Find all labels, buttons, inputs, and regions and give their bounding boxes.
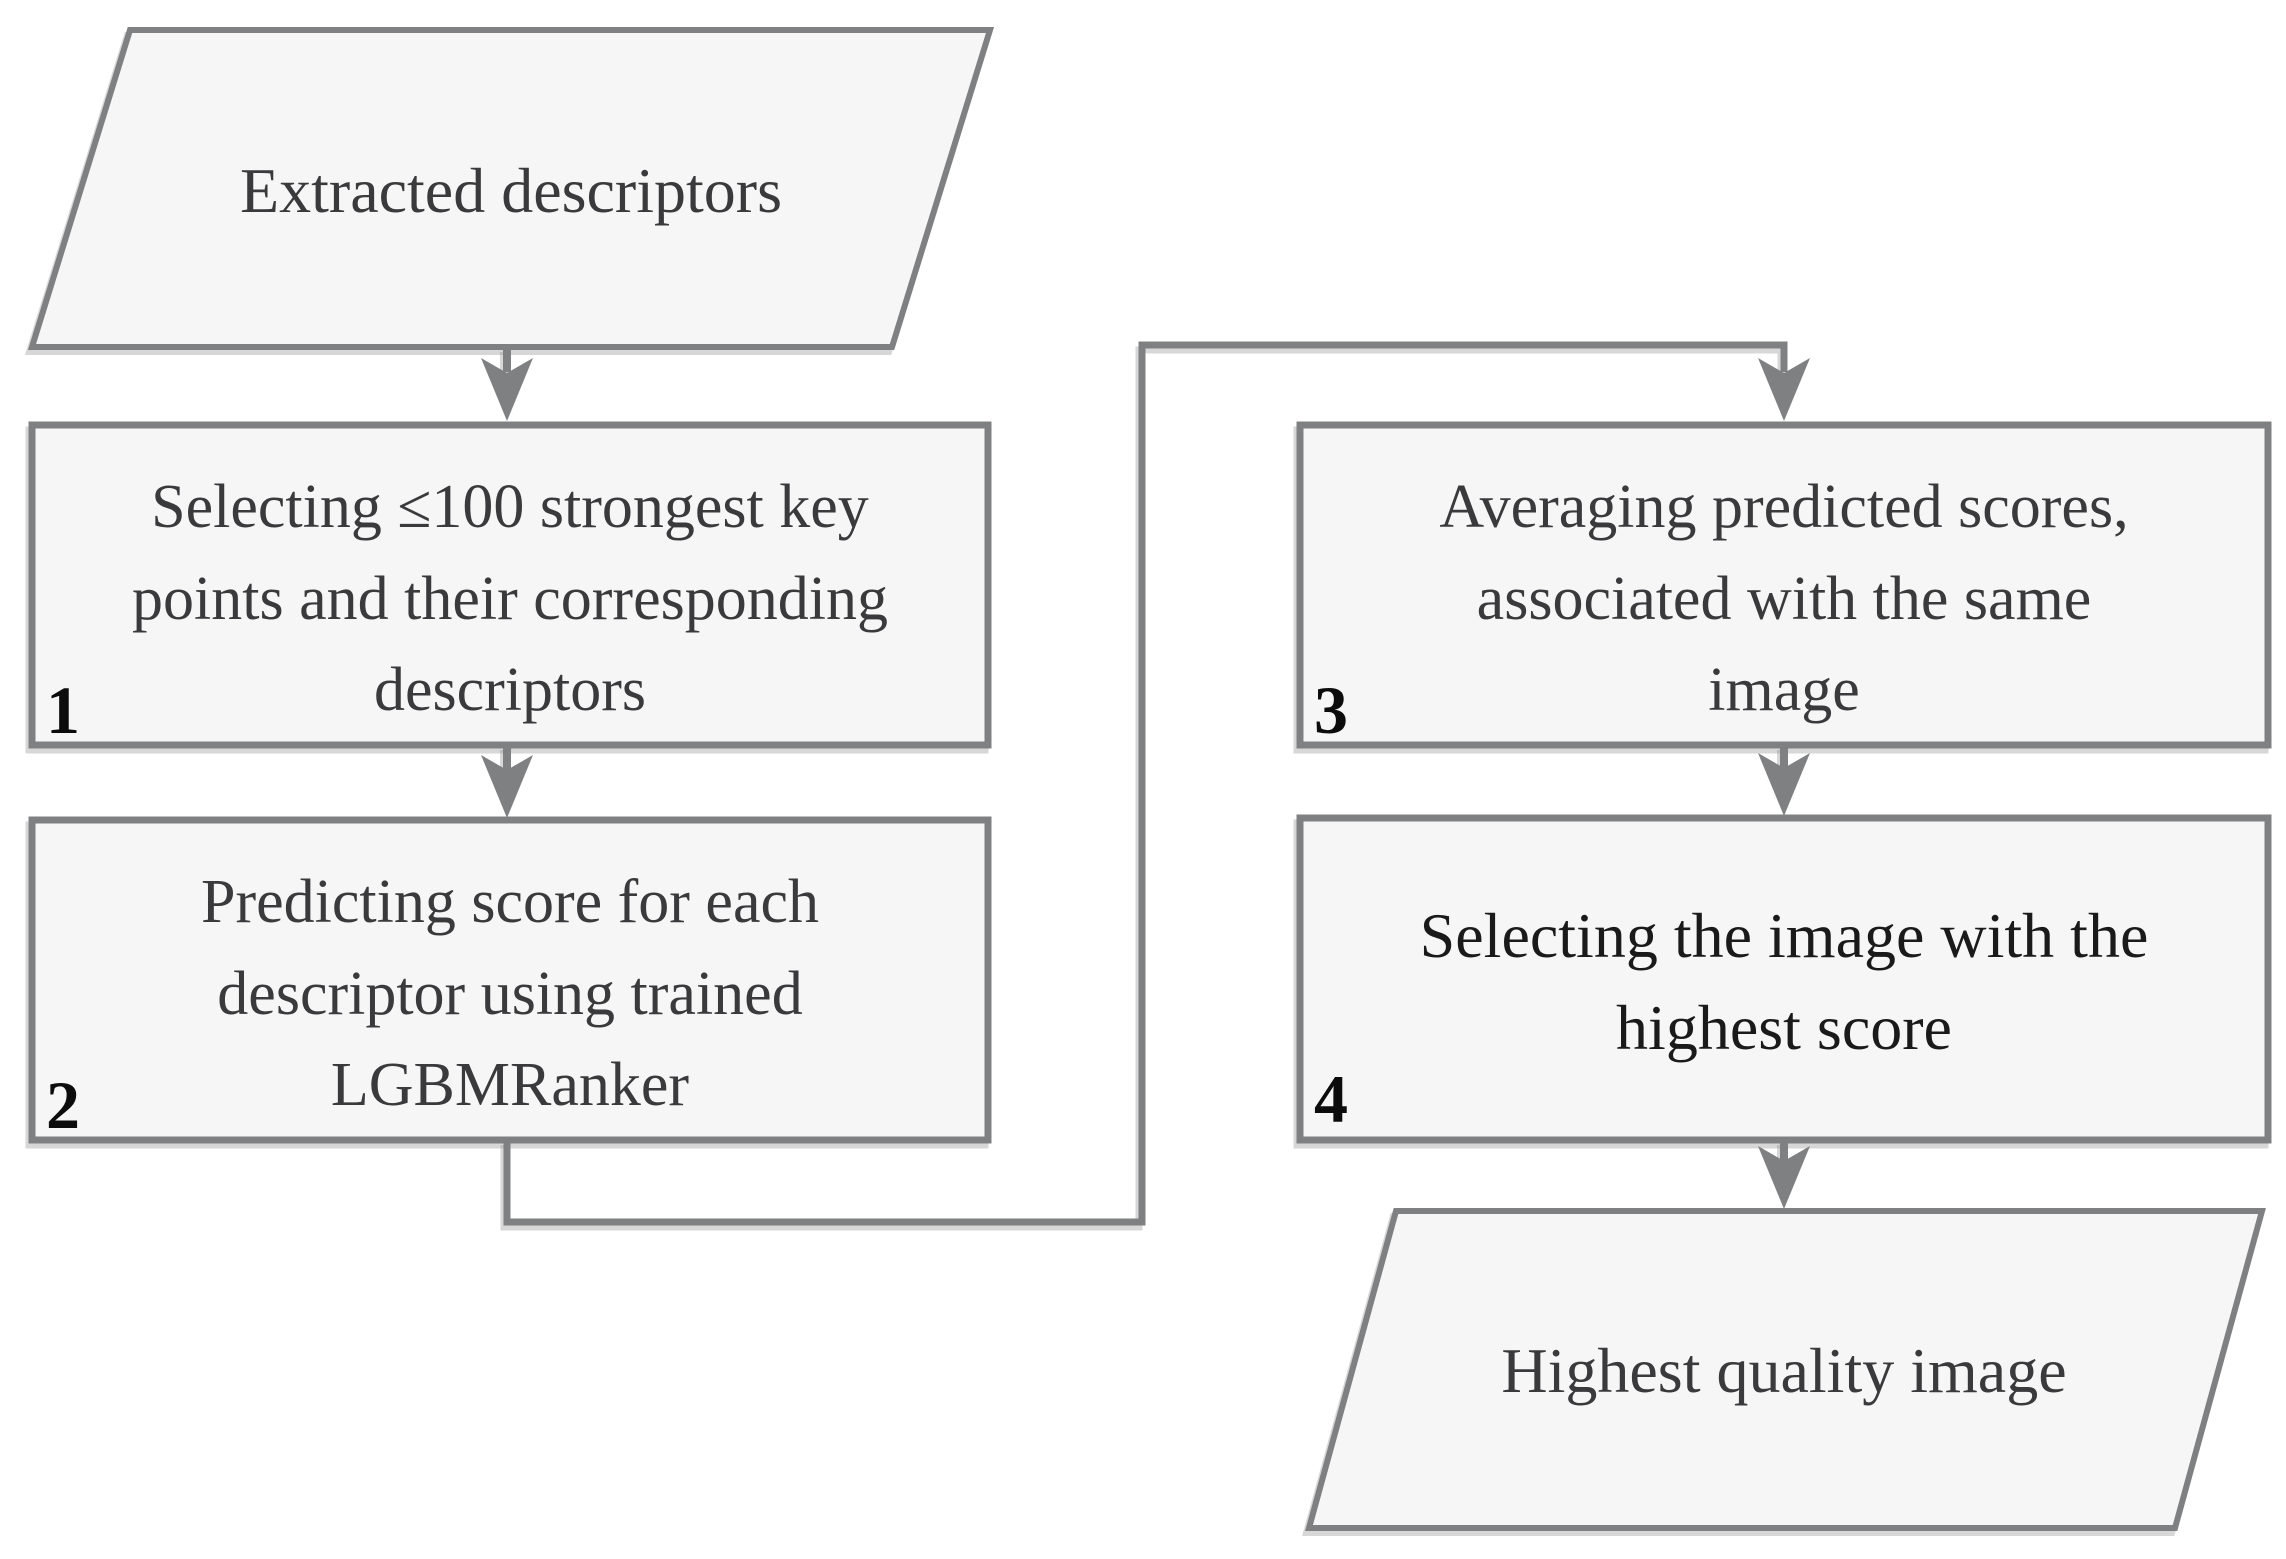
step1-text-line2: points and their corresponding bbox=[132, 565, 888, 633]
step4-number: 4 bbox=[1314, 1061, 1348, 1137]
input-parallelogram bbox=[27, 27, 995, 350]
step3-text-line1: Averaging predicted scores, bbox=[1439, 473, 2128, 541]
step3-text-line3: image bbox=[1708, 656, 1860, 724]
input-parallelogram-text: Extracted descriptors bbox=[240, 155, 782, 226]
step1-text-line3: descriptors bbox=[374, 656, 646, 724]
arrow-step4-to-output-head bbox=[1758, 1146, 1810, 1209]
step2-text-line3: LGBMRanker bbox=[331, 1051, 690, 1119]
step2-text-line1: Predicting score for each bbox=[201, 868, 819, 936]
arrow-step3-to-step4-head bbox=[1758, 753, 1810, 816]
step3-text-line2: associated with the same bbox=[1477, 565, 2092, 633]
step1-number: 1 bbox=[46, 672, 80, 748]
step4-box bbox=[1296, 814, 2272, 1144]
step1-text-line1: Selecting ≤100 strongest key bbox=[151, 473, 869, 541]
step1-box bbox=[28, 421, 992, 749]
step2-number: 2 bbox=[46, 1067, 80, 1143]
step4-text-line1: Selecting the image with the bbox=[1420, 900, 2149, 971]
output-parallelogram bbox=[1305, 1208, 2266, 1531]
arrow-input-to-step1-head bbox=[481, 358, 533, 421]
step2-box bbox=[28, 816, 992, 1144]
connector-step2-to-step3 bbox=[503, 341, 1788, 1226]
output-parallelogram-text: Highest quality image bbox=[1501, 1335, 2066, 1406]
step2-text-line2: descriptor using trained bbox=[217, 960, 802, 1028]
arrow-step2-to-step3-head bbox=[1758, 358, 1810, 421]
arrow-step1-to-step2-head bbox=[481, 755, 533, 818]
step4-text-line2: highest score bbox=[1616, 992, 1952, 1063]
step3-number: 3 bbox=[1314, 672, 1348, 748]
